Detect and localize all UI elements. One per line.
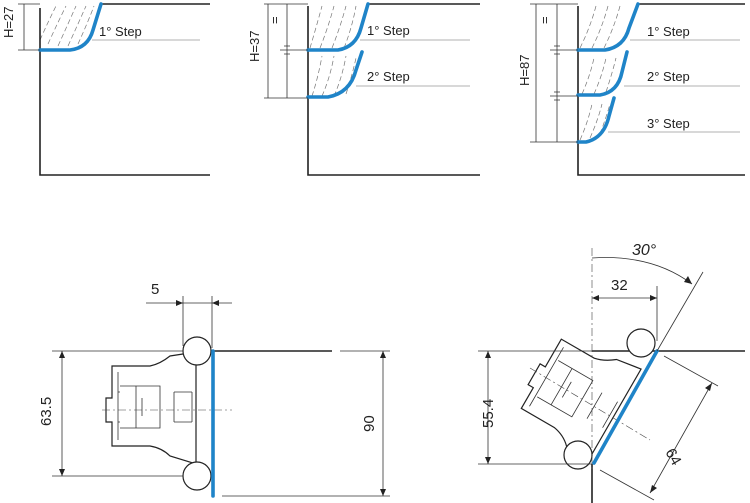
step-label-1: 1° Step (367, 23, 410, 38)
hinge-straight-view: 5 63.5 90 (38, 281, 390, 498)
offset-label: 5 (151, 281, 159, 298)
step-label-1: 1° Step (99, 24, 142, 39)
step-label-2: 2° Step (647, 69, 690, 84)
step-profile-1 (576, 2, 640, 52)
length-label: 90 (361, 415, 378, 432)
hinge-pivot-bottom (563, 440, 593, 470)
step-label-2: 2° Step (367, 69, 410, 84)
length-label: 64 (662, 446, 685, 469)
step-label-3: 3° Step (647, 116, 690, 131)
height-label: H=87 (517, 55, 532, 86)
angle-label: 30° (632, 242, 657, 259)
step-profile-1 (306, 2, 370, 52)
panel-step-1: 1° Step H=27 (1, 2, 210, 176)
step-label-1: 1° Step (647, 24, 690, 39)
step-profile-2 (306, 50, 364, 99)
hinge-leaf (592, 349, 659, 465)
hinge-body (105, 351, 197, 465)
hinge-pivot-top (626, 328, 656, 358)
hinge-pivot-bottom (182, 461, 212, 491)
step-profile (38, 2, 103, 52)
hatch-area (39, 5, 95, 47)
height-label: 63.5 (38, 397, 55, 426)
center-line (529, 367, 651, 441)
panel-step-3: 1° Step 2° Step 3° Step H=87 = (517, 2, 745, 176)
equal-mark: = (267, 16, 282, 24)
step-profile-2 (576, 50, 629, 97)
height-label: H=27 (1, 7, 16, 38)
hinge-angled-view: 30° 32 55.4 64 (478, 242, 745, 503)
offset-label: 32 (611, 277, 628, 294)
hinge-pivot-top (182, 336, 212, 366)
door-outline (577, 6, 745, 176)
door-outline (307, 6, 480, 176)
hatch-area (579, 5, 621, 141)
panel-step-2: 1° Step 2° Step H=37 = (247, 2, 480, 176)
door-outline (39, 8, 210, 176)
equal-mark: = (537, 16, 552, 24)
height-label: 55.4 (480, 399, 497, 428)
step-profile-3 (576, 96, 616, 144)
hatch-area (309, 5, 357, 97)
height-label: H=37 (247, 31, 262, 62)
